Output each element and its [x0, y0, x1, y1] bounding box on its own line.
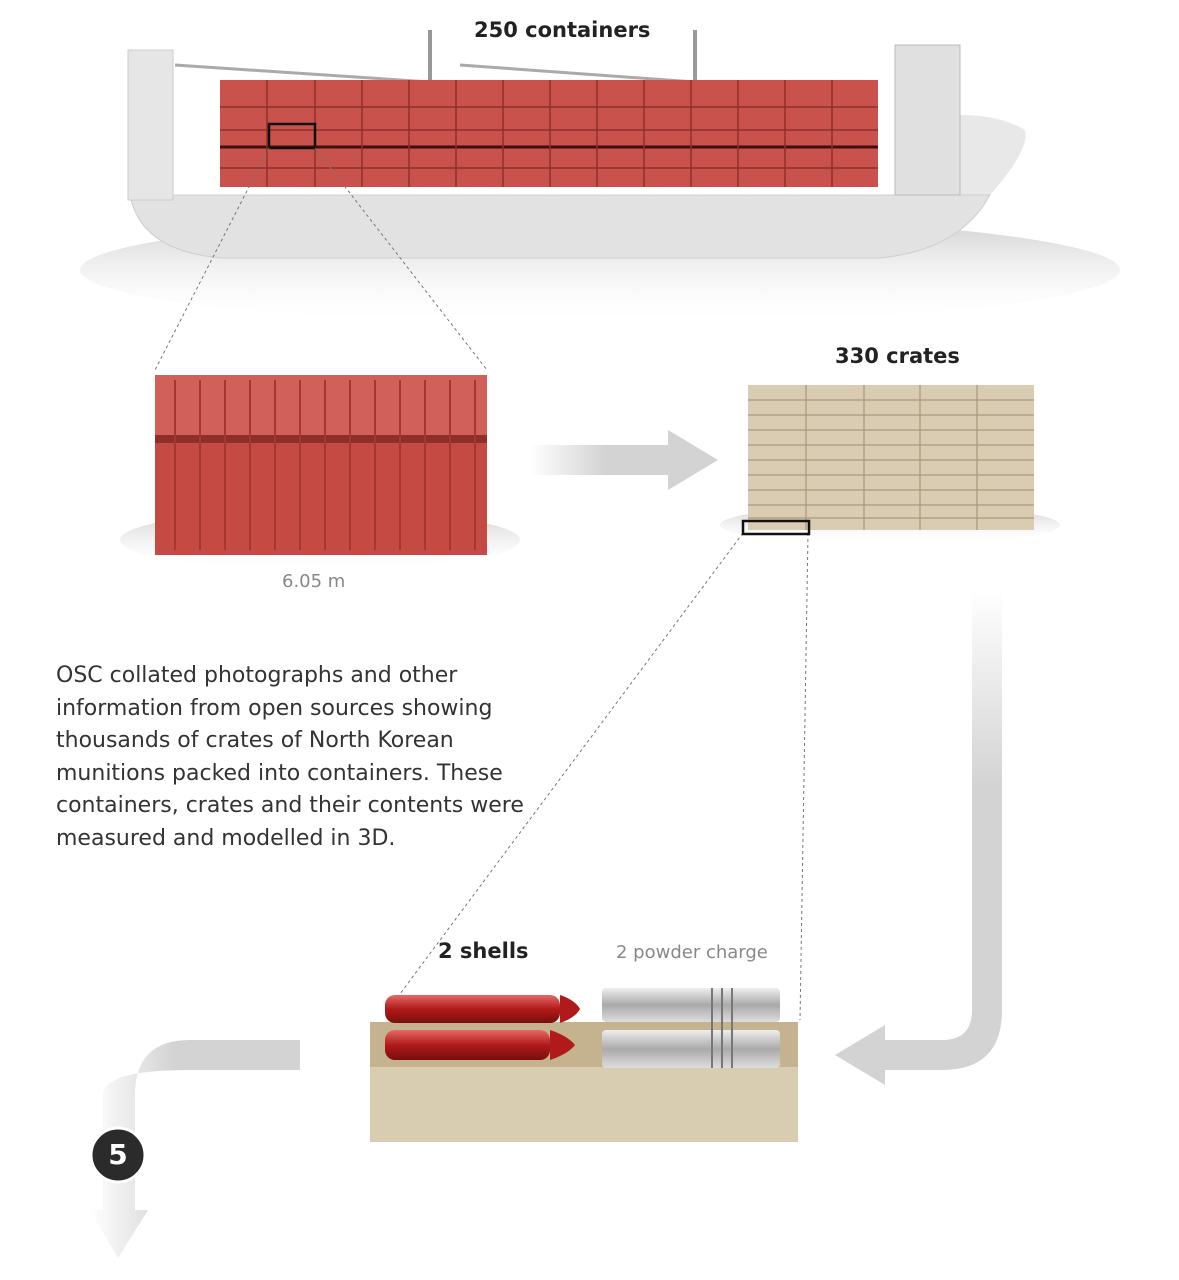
description-text: OSC collated photographs and other infor… [56, 663, 524, 851]
cargo-ship-illustration [80, 30, 1120, 325]
highlight-crate-box [741, 519, 811, 536]
crate-contents-illustration [370, 988, 798, 1142]
highlight-container-box [267, 122, 317, 150]
arrow-right-icon [530, 430, 718, 490]
shells-label: 2 shells [438, 939, 529, 963]
step-badge [89, 1126, 147, 1184]
step-number: 5 [108, 1138, 128, 1171]
container-length-label: 6.05 m [282, 571, 346, 592]
arrow-curved-icon [835, 590, 1002, 1085]
ship-label: 250 containers [474, 18, 651, 42]
crates-label: 330 crates [835, 344, 960, 368]
callout-lines [154, 147, 809, 1021]
shipping-container-illustration [120, 375, 520, 570]
crate-stack-illustration [720, 385, 1060, 545]
powder-label: 2 powder charge [616, 942, 768, 963]
